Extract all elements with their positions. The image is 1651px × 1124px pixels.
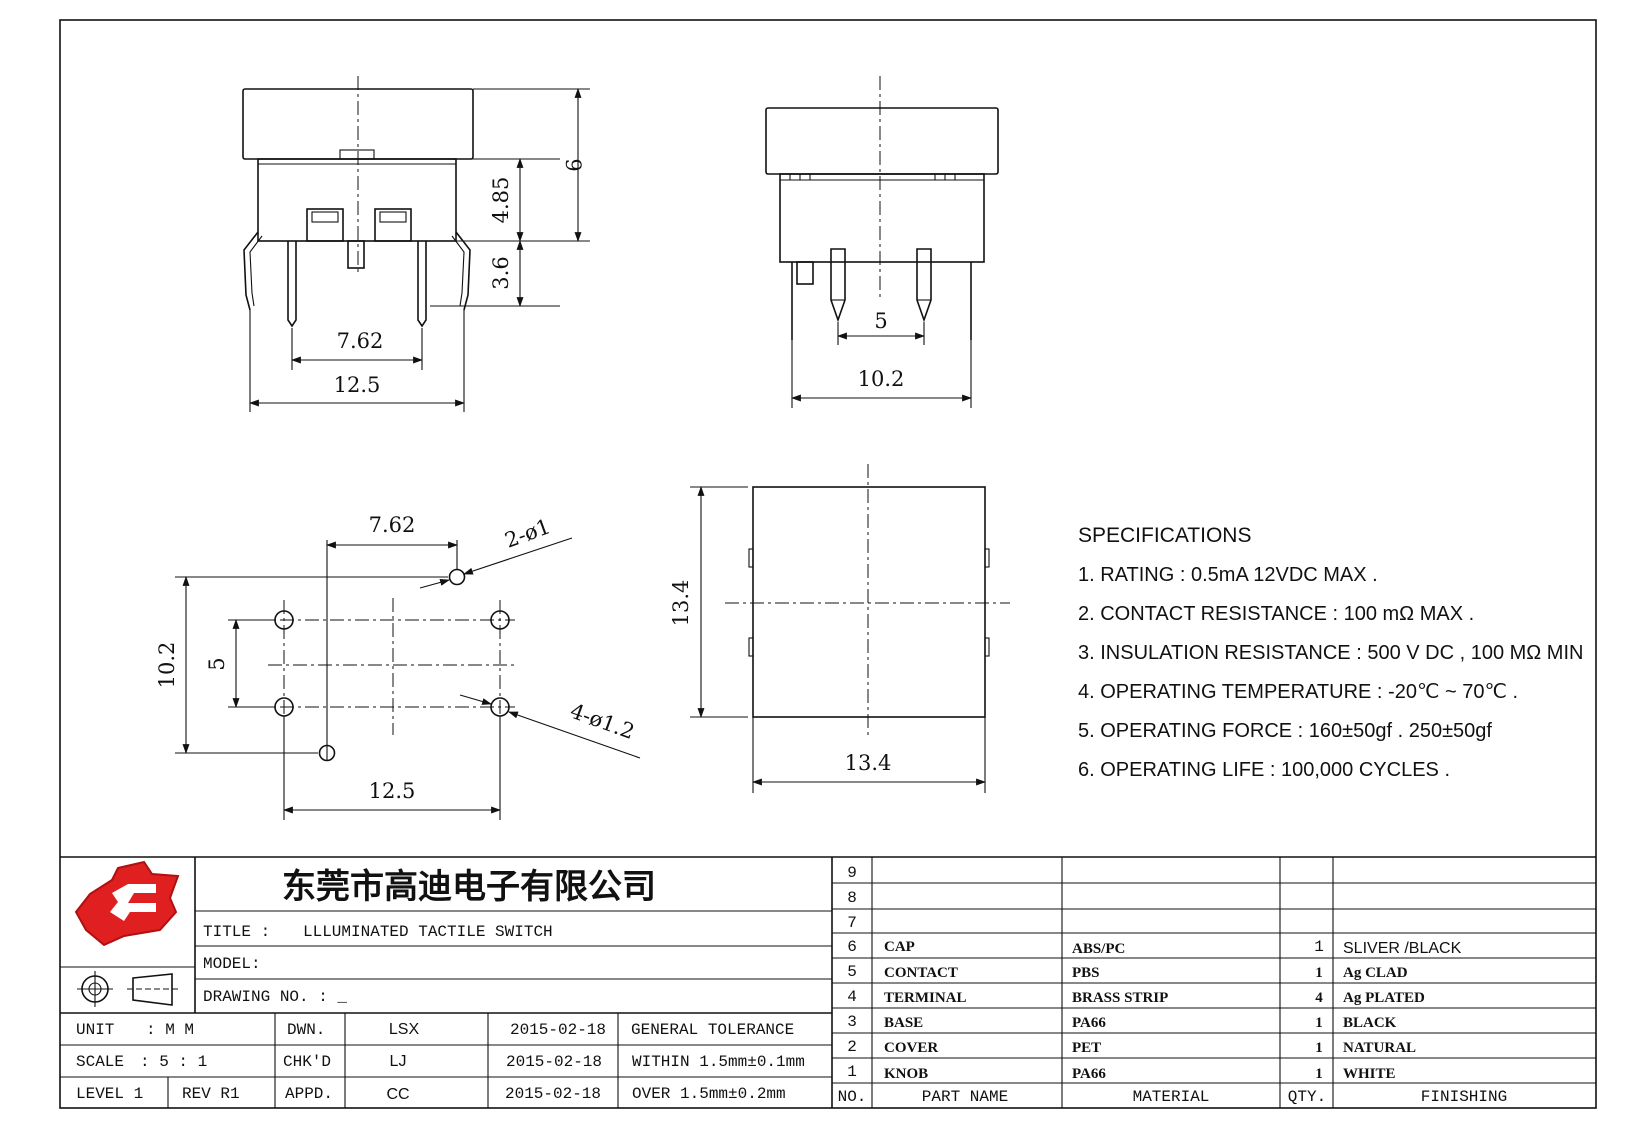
bom-table: 9 8 7 6 CAP ABS/PC 1 SLIVER /BLACK 5 CON… [838,864,1508,1106]
title-block-grid [60,856,1596,1108]
unit-value: : M M [146,1021,194,1039]
bom-part: BASE [884,1015,923,1031]
projection-symbol-icon [77,971,178,1007]
spec-item: 3. INSULATION RESISTANCE : 500 V DC , 10… [1078,642,1583,664]
spec-item: 1. RATING : 0.5mA 12VDC MAX . [1078,564,1378,586]
bom-no: 3 [847,1013,857,1031]
drawing-border [59,19,1597,1109]
dim-front-height-total: 9 [561,158,585,171]
bom-finishing: BLACK [1343,1015,1397,1031]
tolerance-title: GENERAL TOLERANCE [631,1021,794,1039]
bom-header-part: PART NAME [922,1088,1008,1106]
title-label: TITLE : [203,923,270,941]
bom-finishing: Ag PLATED [1343,990,1425,1006]
dim-footprint-pitch-y: 5 [205,657,229,670]
bom-header-qty: QTY. [1288,1088,1326,1106]
bom-no: 7 [847,914,857,932]
bom-qty: 1 [1315,1040,1323,1056]
bom-no: 9 [847,864,857,882]
bom-part: KNOB [884,1066,928,1082]
dim-side-pin-pitch: 5 [874,309,887,333]
appd-label: APPD. [285,1085,333,1103]
bom-material: BRASS STRIP [1072,990,1168,1006]
bom-material: PA66 [1072,1066,1106,1082]
bom-no: 4 [847,988,857,1006]
dim-footprint-pitch-x: 7.62 [369,513,416,537]
specifications-title: SPECIFICATIONS [1078,524,1251,547]
rev-label: REV R1 [182,1085,240,1103]
bom-header-no: NO. [838,1088,867,1106]
bom-part: TERMINAL [884,990,967,1006]
model-label: MODEL: [203,955,261,973]
bom-qty: 1 [1314,938,1324,956]
title-value: LLLUMINATED TACTILE SWITCH [303,923,553,941]
spec-item: 4. OPERATING TEMPERATURE : -20℃ ~ 70℃ . [1078,681,1518,703]
dim-top-width: 13.4 [845,751,892,775]
bom-material: ABS/PC [1072,941,1125,957]
dwn-date: 2015-02-18 [510,1021,606,1039]
chk-label: CHK'D [283,1053,331,1071]
dim-front-pin-length: 3.6 [489,256,513,289]
bom-material: PET [1072,1040,1101,1056]
bom-finishing: SLIVER /BLACK [1343,940,1462,957]
top-view [690,464,1010,793]
scale-label: SCALE [76,1053,124,1071]
scale-value: : 5 : 1 [140,1053,207,1071]
bom-header-finishing: FINISHING [1421,1088,1507,1106]
dim-footprint-width: 12.5 [369,779,416,803]
dim-front-height-body: 4.85 [489,177,513,224]
bom-no: 8 [847,889,857,907]
bom-finishing: WHITE [1343,1066,1396,1082]
appd-name: CC [386,1086,409,1103]
company-logo [74,860,180,947]
bom-no: 1 [847,1063,857,1081]
bom-header-material: MATERIAL [1133,1088,1210,1106]
dim-side-width: 10.2 [858,367,905,391]
appd-date: 2015-02-18 [505,1085,601,1103]
chk-name: LJ [390,1053,407,1070]
bom-qty: 4 [1315,990,1323,1006]
bom-no: 6 [847,938,857,956]
bom-material: PA66 [1072,1015,1106,1031]
tolerance-within: WITHIN 1.5mm±0.1mm [632,1053,805,1071]
side-view [765,76,999,408]
bom-qty: 1 [1315,965,1323,981]
bom-part: CAP [884,939,915,955]
bom-finishing: Ag CLAD [1343,965,1408,981]
company-name: 东莞市高迪电子有限公司 [282,867,656,907]
spec-item: 2. CONTACT RESISTANCE : 100 mΩ MAX . [1078,603,1474,625]
tolerance-over: OVER 1.5mm±0.2mm [632,1085,786,1103]
drawing-no: DRAWING NO. : _ [203,988,347,1006]
dim-hole-big: 4-ø1.2 [567,699,638,744]
bom-no: 5 [847,963,857,981]
front-view [242,76,590,412]
bom-qty: 1 [1315,1015,1323,1031]
dim-top-height: 13.4 [669,580,693,627]
unit-label: UNIT [76,1021,114,1039]
bom-part: CONTACT [884,965,958,981]
footprint-view [175,537,641,820]
dwn-name: LSX [389,1021,420,1038]
spec-item: 5. OPERATING FORCE : 160±50gf . 250±50gf [1078,720,1492,742]
bom-material: PBS [1072,965,1100,981]
bom-no: 2 [847,1038,857,1056]
bom-qty: 1 [1315,1066,1323,1082]
chk-date: 2015-02-18 [506,1053,602,1071]
dwn-label: DWN. [287,1021,325,1039]
dim-front-width: 12.5 [334,373,381,397]
dim-front-pin-pitch: 7.62 [337,329,384,353]
level-label: LEVEL 1 [76,1085,143,1103]
bom-part: COVER [884,1040,938,1056]
bom-finishing: NATURAL [1343,1040,1416,1056]
dim-footprint-height: 10.2 [155,642,179,689]
spec-item: 6. OPERATING LIFE : 100,000 CYCLES . [1078,759,1450,781]
